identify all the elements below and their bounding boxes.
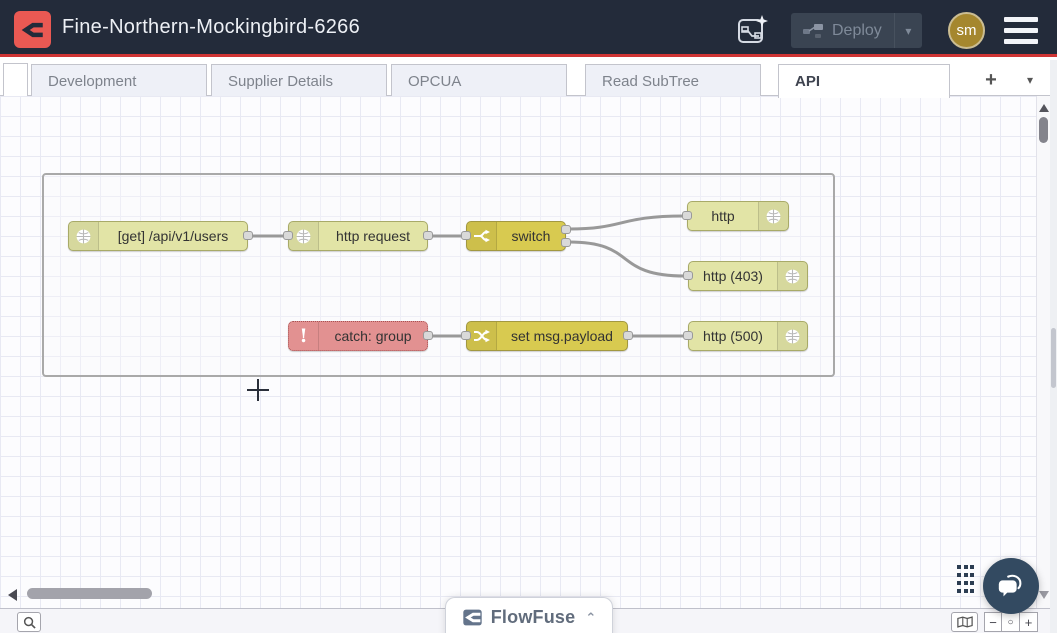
node-label: set msg.payload xyxy=(511,328,613,344)
output-port[interactable] xyxy=(243,231,253,240)
navigator-toggle-button[interactable] xyxy=(951,612,978,632)
node-http-response-403[interactable]: http (403) xyxy=(688,261,808,291)
node-label: [get] /api/v1/users xyxy=(117,228,229,244)
header: Fine-Northern-Mockingbird-6266 Deploy xyxy=(0,0,1057,57)
output-port[interactable] xyxy=(623,331,633,340)
tabbar-left-spacer xyxy=(3,63,28,96)
search-button[interactable] xyxy=(17,612,41,632)
exclamation-icon: ! xyxy=(289,322,319,350)
globe-icon xyxy=(289,222,319,250)
deploy-caret-button[interactable]: ▾ xyxy=(893,13,922,48)
vscroll-thumb[interactable] xyxy=(1039,117,1048,143)
shuffle-icon xyxy=(467,322,497,350)
page-scrollbar-thumb[interactable] xyxy=(1051,328,1056,388)
deploy-label: Deploy xyxy=(832,21,882,39)
tab-read-subtree[interactable]: Read SubTree xyxy=(585,64,761,97)
vscroll-up-arrow[interactable] xyxy=(1039,104,1049,112)
zoom-reset-button[interactable]: ○ xyxy=(1002,612,1020,632)
page-scrollbar-track[interactable] xyxy=(1050,60,1057,633)
node-label: catch: group xyxy=(334,328,412,344)
flow-list-caret-button[interactable]: ▾ xyxy=(1026,73,1034,87)
workspace-tabbar: Development Supplier Details OPCUA Read … xyxy=(0,60,1050,98)
user-avatar[interactable]: sm xyxy=(948,12,985,49)
flow-canvas[interactable]: [get] /api/v1/users http request switch … xyxy=(0,96,1050,608)
deploy-button-main[interactable]: Deploy xyxy=(791,13,894,48)
node-http-response[interactable]: http xyxy=(687,201,789,231)
input-port[interactable] xyxy=(461,231,471,240)
flowfuse-gray-logo-icon xyxy=(463,609,482,626)
tab-supplier-details[interactable]: Supplier Details xyxy=(211,64,387,97)
deploy-button[interactable]: Deploy ▾ xyxy=(791,13,922,48)
chat-drag-handle-icon[interactable] xyxy=(957,565,974,604)
node-http-request[interactable]: http request xyxy=(288,221,428,251)
tab-api[interactable]: API xyxy=(778,64,950,98)
ai-flow-assistant-icon[interactable] xyxy=(733,12,771,49)
zoom-out-button[interactable]: − xyxy=(984,612,1002,632)
node-change[interactable]: set msg.payload xyxy=(466,321,628,351)
map-icon xyxy=(956,616,973,628)
search-icon xyxy=(23,616,36,629)
node-switch[interactable]: switch xyxy=(466,221,566,251)
output-port[interactable] xyxy=(561,225,571,234)
globe-icon xyxy=(777,322,807,350)
node-label: http request xyxy=(336,228,410,244)
input-port[interactable] xyxy=(461,331,471,340)
output-port[interactable] xyxy=(423,331,433,340)
flowfuse-banner[interactable]: FlowFuse ⌃ xyxy=(445,597,613,633)
node-http-response-500[interactable]: http (500) xyxy=(688,321,808,351)
node-label: http xyxy=(711,208,735,224)
flowfuse-logo-icon[interactable] xyxy=(14,11,51,48)
input-port[interactable] xyxy=(683,271,693,280)
hscroll-left-arrow[interactable] xyxy=(8,589,17,601)
deploy-node-icon xyxy=(803,23,823,38)
output-port[interactable] xyxy=(423,231,433,240)
main-menu-button[interactable] xyxy=(1004,17,1038,44)
chevron-up-icon: ⌃ xyxy=(585,609,597,625)
avatar-initials: sm xyxy=(956,22,977,39)
add-flow-button[interactable]: + xyxy=(985,68,997,91)
input-port[interactable] xyxy=(283,231,293,240)
globe-icon xyxy=(758,202,788,230)
fork-icon xyxy=(467,222,497,250)
node-catch[interactable]: ! catch: group xyxy=(288,321,428,351)
node-label: switch xyxy=(511,228,551,244)
vscroll-down-arrow[interactable] xyxy=(1039,591,1049,599)
caret-down-icon: ▾ xyxy=(905,23,912,38)
flowfuse-banner-label: FlowFuse xyxy=(490,607,576,627)
input-port[interactable] xyxy=(683,331,693,340)
node-http-in[interactable]: [get] /api/v1/users xyxy=(68,221,248,251)
input-port[interactable] xyxy=(682,211,692,220)
crosshair-cursor xyxy=(247,379,269,401)
zoom-controls: − ○ + xyxy=(984,612,1038,632)
vscroll-track[interactable] xyxy=(1036,96,1050,608)
hscroll-thumb[interactable] xyxy=(27,588,152,599)
hamburger-icon xyxy=(1004,17,1038,22)
tab-opcua[interactable]: OPCUA xyxy=(391,64,567,97)
globe-icon xyxy=(69,222,99,250)
instance-title: Fine-Northern-Mockingbird-6266 xyxy=(62,16,361,38)
output-port[interactable] xyxy=(561,238,571,247)
tab-development[interactable]: Development xyxy=(31,64,207,97)
tab-tools: + ▾ xyxy=(976,64,1040,96)
zoom-in-button[interactable]: + xyxy=(1020,612,1038,632)
node-label: http (403) xyxy=(703,268,763,284)
globe-icon xyxy=(777,262,807,290)
chat-launcher-button[interactable] xyxy=(983,558,1039,614)
node-label: http (500) xyxy=(703,328,763,344)
chat-bubble-icon xyxy=(998,574,1022,597)
